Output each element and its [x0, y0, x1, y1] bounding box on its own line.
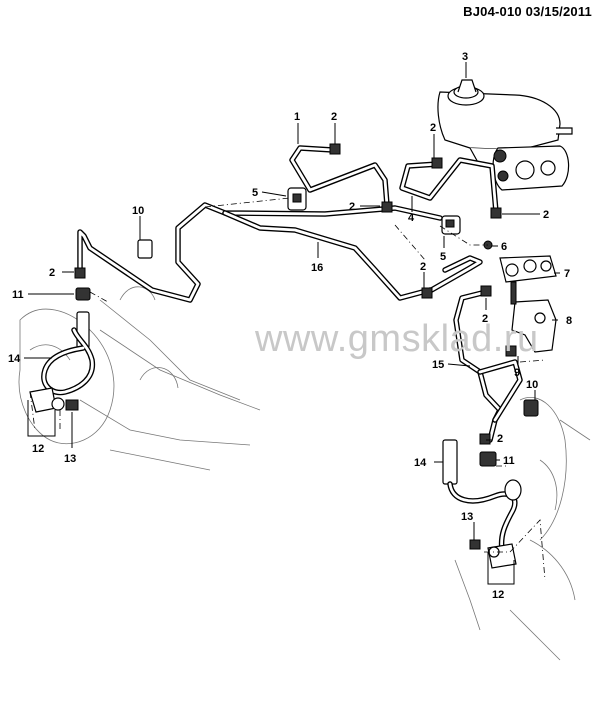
clip-11-left [75, 287, 91, 301]
right-brake-hose [442, 439, 522, 569]
clip-11-right [479, 451, 497, 467]
right-suspension-sketch [454, 397, 591, 661]
callout-8: 8 [566, 315, 572, 327]
mounting-bracket [510, 281, 557, 353]
callout-14: 14 [414, 457, 427, 469]
brake-pipe-1 [289, 145, 390, 208]
callout-12: 12 [32, 443, 44, 455]
callout-7: 7 [564, 268, 570, 280]
master-cylinder [492, 145, 570, 191]
callout-16: 16 [311, 262, 323, 274]
callout-10: 10 [526, 379, 538, 391]
brake-pipe-4 [399, 157, 499, 215]
callout-2: 2 [430, 122, 436, 134]
callout-12: 12 [492, 589, 504, 601]
callout-1: 1 [294, 111, 300, 123]
callout-4: 4 [408, 212, 415, 224]
diagram-code: BJ04-010 [463, 4, 522, 19]
callout-2: 2 [543, 209, 549, 221]
brake-pipe-16 [77, 202, 443, 303]
clip-5-upper [287, 187, 307, 211]
callout-11: 11 [12, 289, 24, 301]
callout-15: 15 [432, 359, 444, 371]
diagram-date: 03/15/2011 [525, 4, 592, 19]
callout-10: 10 [132, 205, 144, 217]
callout-9: 9 [514, 367, 520, 379]
valve-block [499, 255, 557, 283]
callout-2: 2 [420, 261, 426, 273]
clip-5-lower [441, 215, 461, 235]
callout-5: 5 [440, 251, 446, 263]
callout-2: 2 [497, 433, 503, 445]
callout-11: 11 [503, 455, 515, 467]
clip-10-right [523, 399, 539, 417]
callout-2: 2 [349, 201, 355, 213]
clip-10-left [137, 239, 153, 259]
callout-13: 13 [461, 511, 473, 523]
callout-6: 6 [501, 241, 507, 253]
brake-pipe-short [425, 255, 483, 295]
left-suspension-sketch [18, 286, 261, 471]
callout-14: 14 [8, 353, 21, 365]
callout-2: 2 [482, 313, 488, 325]
callout-2: 2 [49, 267, 55, 279]
callout-2: 2 [331, 111, 337, 123]
callout-13: 13 [64, 453, 76, 465]
diagram-header: BJ04-010 03/15/2011 [463, 4, 592, 19]
left-brake-hose [29, 311, 96, 413]
callout-numbers: 1 2 3 2 5 2 4 2 10 5 6 7 2 2 16 11 2 8 1… [8, 51, 572, 601]
reference-lines [29, 197, 546, 581]
watermark: www.gmsklad.ru [255, 318, 539, 360]
leader-lines [24, 62, 560, 585]
brake-pipe-15 [453, 289, 523, 443]
callout-3: 3 [462, 51, 468, 63]
callout-5: 5 [252, 187, 258, 199]
fittings-2 [74, 143, 502, 445]
